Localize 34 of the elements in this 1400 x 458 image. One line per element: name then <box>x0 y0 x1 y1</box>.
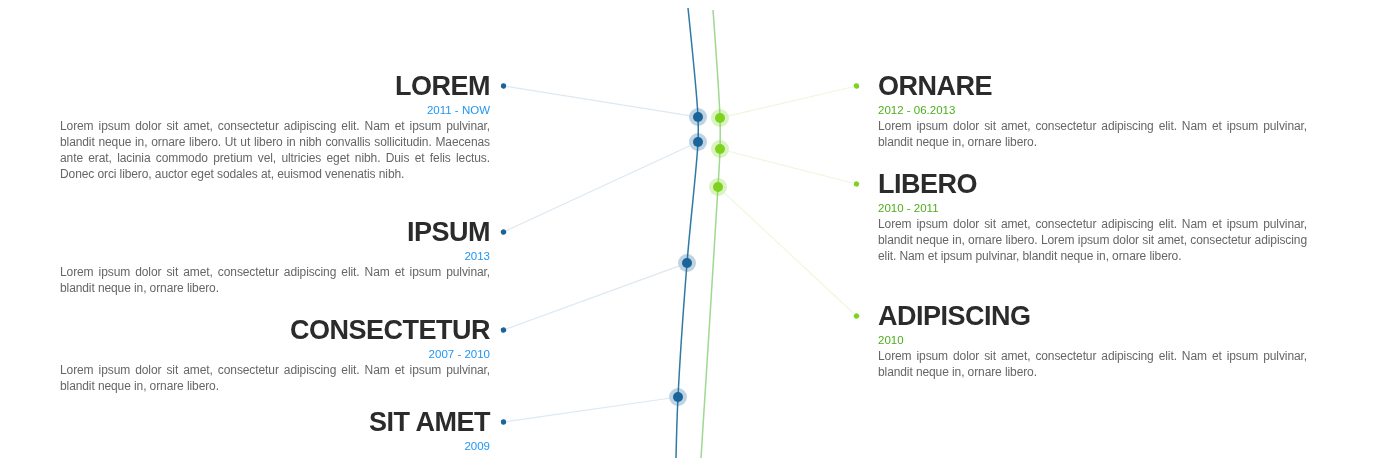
leader-line <box>728 83 860 117</box>
entry-heading: CONSECTETUR <box>290 316 490 344</box>
entry-description: Lorem ipsum dolor sit amet, consectetur adipiscing elit. Nam et ipsum pulvinar, blandit neque in, ornare libero. <box>878 118 1307 150</box>
entry-description: Lorem ipsum dolor sit amet, consectetur adipiscing elit. Nam et ipsum pulvinar, blandit neque in, ornare libero. Lorem ipsum dolor sit amet, consectetur adipiscing elit. Nam et ipsum pulvinar, blandit neque in, ornare libero. <box>878 216 1307 264</box>
entry-heading: LOREM <box>395 72 490 100</box>
timeline-dot <box>689 108 707 126</box>
timeline-dot <box>669 388 687 406</box>
leader-line <box>728 150 860 187</box>
timeline-dot <box>709 178 727 196</box>
date-label: 2013 <box>464 249 490 264</box>
date-label: 2012 - 06.2013 <box>878 103 956 118</box>
leader-line <box>500 265 680 333</box>
date-label: 2007 - 2010 <box>428 347 490 362</box>
timeline-dot <box>689 133 707 151</box>
entry-heading: ADIPISCING <box>878 302 1031 330</box>
timeline-dot <box>678 254 696 272</box>
entry-heading: SIT AMET <box>369 408 490 436</box>
entry-description: Lorem ipsum dolor sit amet, consectetur adipiscing elit. Nam et ipsum pulvinar, blandit neque in, ornare libero. <box>60 264 490 296</box>
entry-heading: LIBERO <box>878 170 977 198</box>
date-label: 2010 - 2011 <box>878 201 939 216</box>
entry-description: Lorem ipsum dolor sit amet, consectetur adipiscing elit. Nam et ipsum pulvinar, blandit neque in, ornare libero. <box>60 362 490 394</box>
leader-line <box>500 397 670 425</box>
date-label: 2010 <box>878 333 904 348</box>
entry-description: Lorem ipsum dolor sit amet, consectetur adipiscing elit. Nam et ipsum pulvinar, blandit neque in, ornare libero. Ut ut libero in nibh convallis sollicitudin. Maecenas ante erat, lacinia commodo pretium vel, ultricies eget nibh. Duis et felis lectus. Donec orci libero, auctor eget sodales at, euismod venenatis nibh. <box>60 118 490 182</box>
timeline-dot <box>711 109 729 127</box>
timeline-dot <box>711 140 729 158</box>
entry-heading: IPSUM <box>407 218 490 246</box>
date-label: 2009 <box>464 439 490 454</box>
date-label: 2011 - NOW <box>426 103 490 118</box>
entry-description: Lorem ipsum dolor sit amet, consectetur adipiscing elit. Nam et ipsum pulvinar, blandit neque in, ornare libero. <box>878 348 1307 380</box>
entry-heading: ORNARE <box>878 72 992 100</box>
leader-line <box>500 145 691 235</box>
leader-line <box>724 192 860 319</box>
leader-line <box>500 83 690 117</box>
